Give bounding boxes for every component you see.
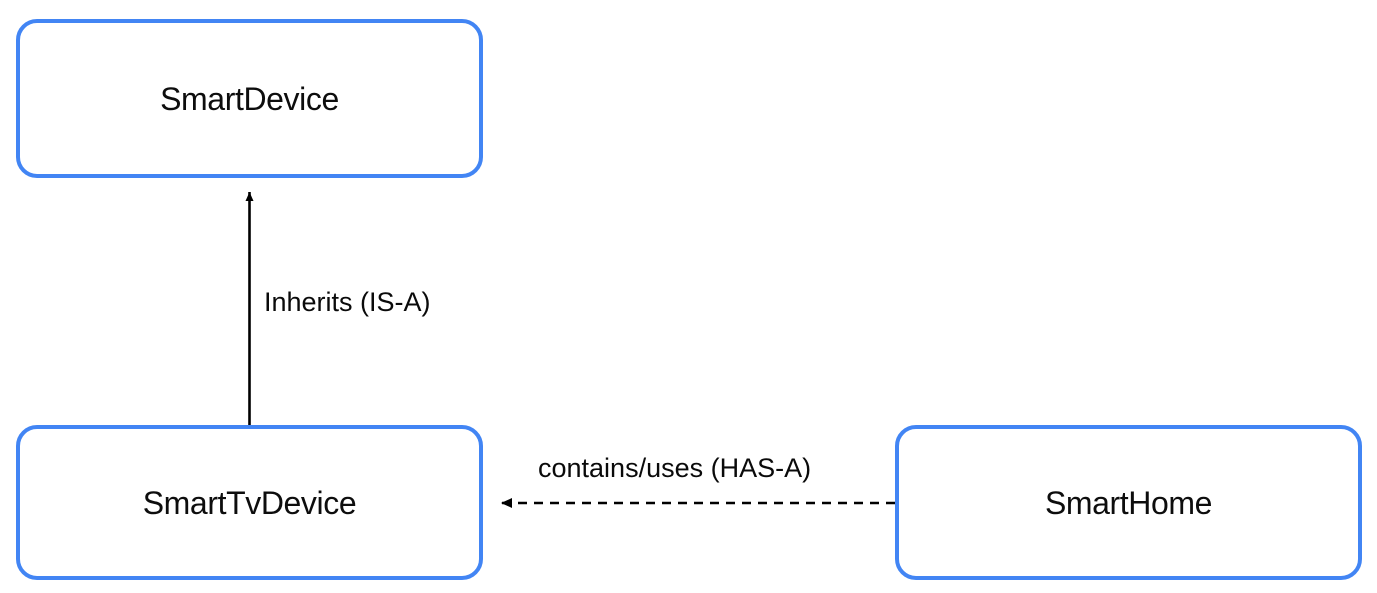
edge-label-inherits: Inherits (IS-A) bbox=[260, 288, 435, 317]
class-node-label: SmartTvDevice bbox=[142, 484, 357, 521]
edge-label-contains: contains/uses (HAS-A) bbox=[534, 454, 816, 483]
class-node-smarthome[interactable]: SmartHome bbox=[895, 425, 1362, 580]
class-node-smartdevice[interactable]: SmartDevice bbox=[16, 19, 483, 178]
class-node-smarttvdevice[interactable]: SmartTvDevice bbox=[16, 425, 483, 580]
class-node-label: SmartHome bbox=[1044, 484, 1213, 521]
class-node-label: SmartDevice bbox=[160, 80, 339, 117]
